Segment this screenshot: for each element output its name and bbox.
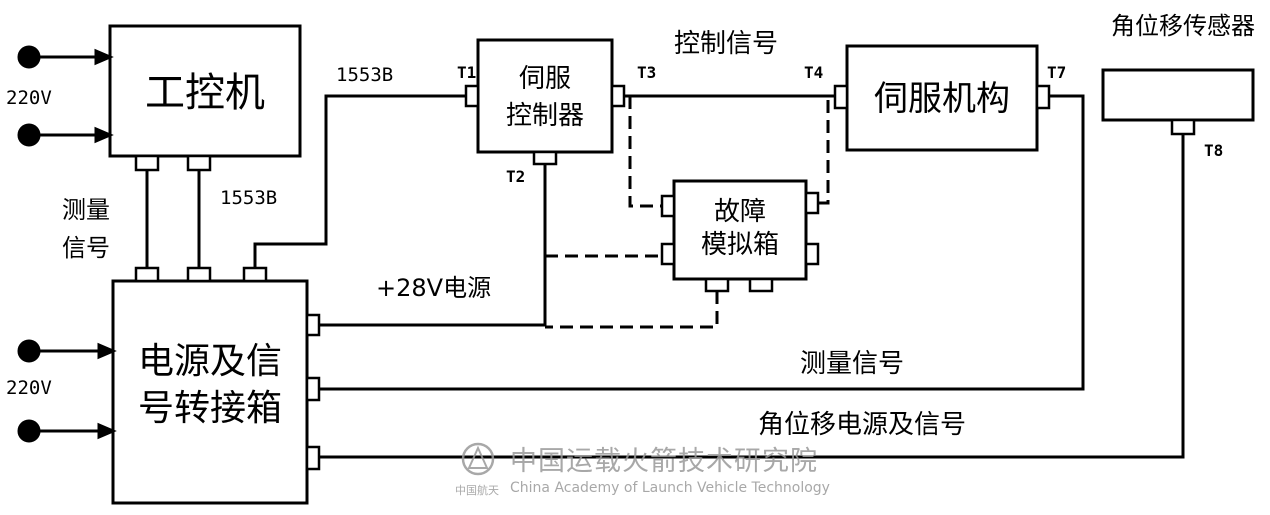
servo-mechanism-label: 伺服机构 bbox=[874, 79, 1010, 119]
power28v-label: +28V电源 bbox=[376, 274, 491, 302]
bus-1553b-top-label: 1553B bbox=[336, 64, 393, 86]
feedback-measurement-line bbox=[319, 94, 1085, 391]
bus-1553b-vertical-label: 1553B bbox=[220, 187, 277, 209]
servo-controller-box bbox=[476, 38, 614, 154]
fault-simulator-label-2: 模拟箱 bbox=[701, 230, 779, 260]
supply-dot-1 bbox=[17, 45, 41, 69]
sensor-label: 角位移传感器 bbox=[1111, 12, 1255, 40]
power-box-terminal-1 bbox=[134, 266, 160, 283]
servo-ctrl-t1-terminal bbox=[464, 84, 480, 108]
supply-arrowhead-2 bbox=[94, 126, 114, 144]
dashed-fault-to-mech bbox=[818, 96, 830, 205]
watermark-org-en: China Academy of Launch Vehicle Technolo… bbox=[510, 480, 830, 496]
supply-arrowhead-3 bbox=[97, 342, 117, 360]
servo-mech-t7-terminal bbox=[1035, 84, 1051, 110]
supply-dot-2 bbox=[17, 123, 41, 147]
power-box-terminal-2 bbox=[186, 266, 212, 283]
terminal-t7-label: T7 bbox=[1047, 63, 1066, 82]
measurement-signal-label: 测量信号 bbox=[800, 349, 904, 379]
control-signal-label: 控制信号 bbox=[674, 29, 778, 59]
fault-left-top-terminal bbox=[660, 194, 676, 218]
fault-bottom-terminal-2 bbox=[748, 277, 774, 293]
supply-dot-3 bbox=[17, 339, 41, 363]
fault-simulator-label-1: 故障 bbox=[714, 197, 766, 227]
v220-bottom-label: 220V bbox=[6, 377, 52, 399]
supply-arrowhead-4 bbox=[97, 422, 117, 440]
servo-controller-label-2: 控制器 bbox=[506, 101, 584, 131]
fault-right-bottom-terminal bbox=[804, 242, 820, 266]
terminal-t8-label: T8 bbox=[1204, 141, 1223, 160]
power-box-terminal-right-2 bbox=[305, 376, 321, 402]
v220-top-label: 220V bbox=[6, 87, 52, 109]
sensor-t8-terminal bbox=[1170, 118, 1196, 136]
fault-bottom-terminal-1 bbox=[704, 277, 730, 293]
terminal-t1-label: T1 bbox=[457, 63, 476, 82]
supply-dot-4 bbox=[17, 419, 41, 443]
dashed-servo-to-fault bbox=[628, 96, 662, 208]
terminal-t4-label: T4 bbox=[804, 63, 823, 82]
watermark: 中国运载火箭技术研究院 中国航天 China Academy of Launch… bbox=[455, 442, 830, 497]
watermark-brand: 中国航天 bbox=[455, 483, 499, 497]
measurement-label-2: 信号 bbox=[62, 234, 110, 262]
sensor-box bbox=[1101, 68, 1255, 122]
fault-left-bottom-terminal bbox=[660, 242, 676, 266]
watermark-logo bbox=[461, 442, 495, 476]
watermark-org-cn: 中国运载火箭技术研究院 bbox=[510, 446, 818, 477]
servo-controller-label-1: 伺服 bbox=[519, 64, 571, 94]
bus-1553b-to-servo-line bbox=[253, 94, 466, 268]
power-box-terminal-right-3 bbox=[305, 445, 321, 471]
measurement-label-1: 测量 bbox=[62, 196, 110, 224]
dashed-fault-bottom bbox=[545, 291, 719, 329]
angle-sensor-line bbox=[319, 134, 1185, 459]
fault-simulator-box bbox=[672, 179, 808, 281]
supply-arrowhead-1 bbox=[94, 48, 114, 66]
ipc-terminal-2 bbox=[186, 154, 212, 172]
terminal-t3-label: T3 bbox=[637, 63, 656, 82]
servo-ctrl-t3-terminal bbox=[610, 84, 626, 108]
power-box-label-1: 电源及信 bbox=[138, 341, 282, 382]
angle-power-signal-label: 角位移电源及信号 bbox=[758, 410, 966, 440]
ipc-terminal-1 bbox=[134, 154, 160, 172]
fault-right-top-terminal bbox=[804, 191, 820, 215]
servo-ctrl-t2-terminal bbox=[532, 150, 558, 166]
power-box-label-2: 号转接箱 bbox=[138, 388, 282, 429]
servo-mech-t4-terminal bbox=[833, 84, 849, 110]
power-box-terminal-3 bbox=[242, 266, 268, 283]
power28v-line bbox=[319, 164, 547, 327]
ipc-label: 工控机 bbox=[145, 70, 265, 116]
terminal-t2-label: T2 bbox=[506, 167, 525, 186]
power-box-terminal-right-1 bbox=[305, 313, 321, 337]
